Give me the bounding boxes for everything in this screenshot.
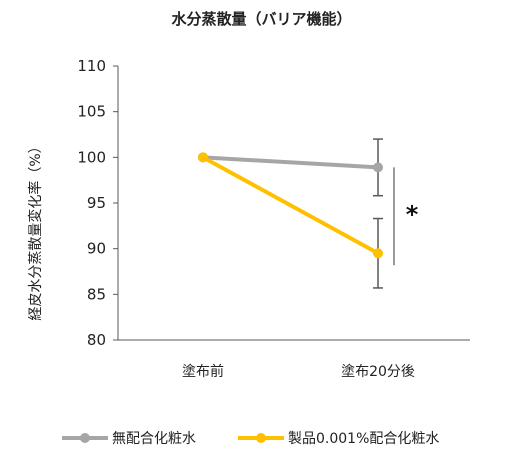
y-tick-label: 80: [87, 331, 106, 349]
y-axis-label: 経皮水分蒸散量変化率（%）: [27, 139, 44, 320]
x-category-labels: 塗布前 塗布20分後: [182, 363, 415, 380]
series-point-0-1: [373, 162, 383, 173]
legend-label: 製品0.001%配合化粧水: [288, 431, 439, 447]
series-point-1-0: [198, 152, 208, 163]
legend-swatch-marker: [256, 433, 266, 443]
x-category-label: 塗布前: [182, 363, 224, 380]
y-tick-labels: 80 85 90 95 100 105 110: [77, 57, 118, 349]
legend-swatch-marker: [80, 433, 90, 443]
y-tick-label: 85: [87, 285, 106, 303]
error-bars: [373, 138, 383, 289]
legend-item-1: 製品0.001%配合化粧水: [238, 431, 439, 447]
chart-title: 水分蒸散量（バリア機能）: [171, 10, 351, 28]
y-tick-label: 100: [77, 148, 106, 166]
y-tick-label: 110: [77, 57, 106, 75]
significance-annotation: *: [393, 167, 419, 266]
x-category-label: 塗布20分後: [341, 363, 415, 380]
y-tick-label: 95: [87, 194, 106, 212]
series-point-1-1: [373, 248, 383, 259]
significance-mark: *: [406, 200, 419, 228]
series-line-1: [201, 155, 380, 256]
y-tick-label: 90: [87, 240, 106, 258]
legend-item-0: 無配合化粧水: [62, 431, 196, 447]
legend: 無配合化粧水 製品0.001%配合化粧水: [62, 431, 439, 447]
legend-label: 無配合化粧水: [112, 431, 196, 447]
series-line-0: [201, 155, 380, 170]
y-tick-label: 105: [77, 103, 106, 121]
series-points: [198, 152, 383, 259]
series-lines: [201, 155, 380, 256]
